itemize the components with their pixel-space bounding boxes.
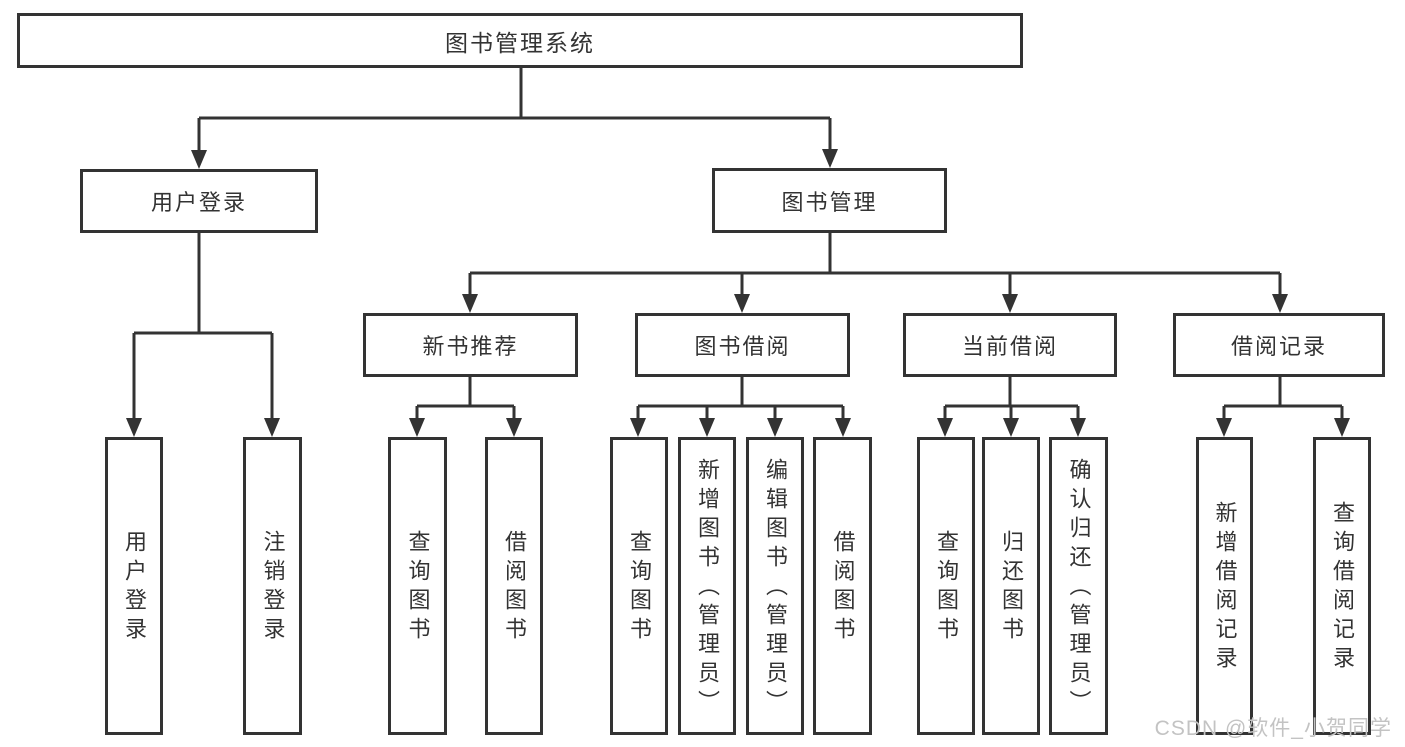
arrowhead [191,150,207,169]
connector-book-management-to-level3 [468,233,1282,296]
leaf-confirm-return-admin: 确认归还（管理员） [1049,437,1108,735]
connector-borrow-records-branch [1222,377,1344,420]
connector-new-book-branch [415,377,516,420]
arrowhead [126,418,142,437]
arrowhead [1334,418,1350,437]
arrowhead [264,418,280,437]
connector-book-borrow-branch [636,377,845,420]
node-new-book-recommend: 新书推荐 [363,313,578,377]
leaf-borrow-books: 借阅图书 [813,437,872,735]
arrowhead [1002,294,1018,313]
arrowhead [506,418,522,437]
arrowhead [937,418,953,437]
watermark: CSDN @软件_小贺同学 [1154,717,1392,740]
arrowhead [630,418,646,437]
arrowhead [462,294,478,313]
leaf-user-login: 用户登录 [105,437,163,735]
arrowhead [767,418,783,437]
node-user-login: 用户登录 [80,169,318,233]
leaf-add-borrow-record: 新增借阅记录 [1196,437,1253,735]
leaf-query-books-recommend: 查询图书 [388,437,447,735]
leaf-borrow-books-recommend: 借阅图书 [485,437,543,735]
connector-root-to-level2 [197,68,832,152]
node-current-borrow: 当前借阅 [903,313,1117,377]
node-book-management: 图书管理 [712,168,947,233]
leaf-query-books-current: 查询图书 [917,437,975,735]
arrowheads [126,149,1350,437]
leaf-add-books-admin: 新增图书（管理员） [678,437,736,735]
arrowhead [1003,418,1019,437]
arrowhead [822,149,838,168]
node-borrow-records: 借阅记录 [1173,313,1385,377]
leaf-return-books: 归还图书 [982,437,1040,735]
node-root: 图书管理系统 [17,13,1023,68]
arrowhead [734,294,750,313]
connector-current-borrow-branch [943,377,1080,420]
arrowhead [1070,418,1086,437]
leaf-logout: 注销登录 [243,437,302,735]
connector-user-login-branch [132,233,274,420]
arrowhead [699,418,715,437]
node-book-borrow: 图书借阅 [635,313,850,377]
arrowhead [1216,418,1232,437]
arrowhead [1272,294,1288,313]
arrowhead [835,418,851,437]
leaf-edit-books-admin: 编辑图书（管理员） [746,437,804,735]
leaf-query-books-borrow: 查询图书 [610,437,668,735]
leaf-query-borrow-record: 查询借阅记录 [1313,437,1371,735]
arrowhead [409,418,425,437]
